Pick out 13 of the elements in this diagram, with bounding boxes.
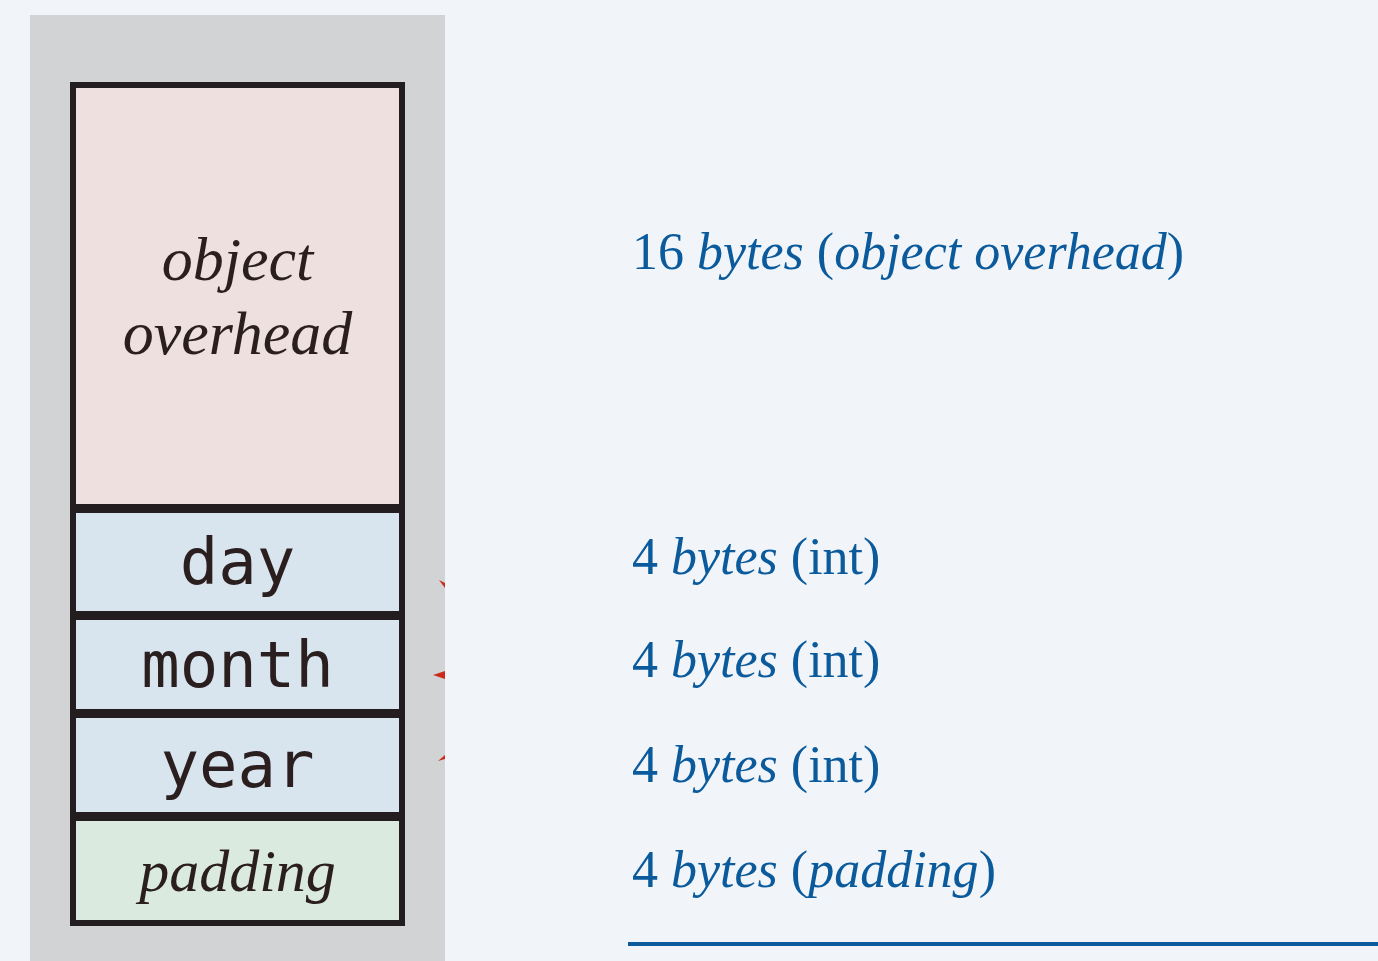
size-note: 4 bytes (int) bbox=[632, 527, 881, 586]
field-block bbox=[70, 614, 405, 715]
field-block bbox=[70, 507, 405, 617]
size-note: 16 bytes (object overhead) bbox=[632, 222, 1185, 281]
padding-block bbox=[70, 815, 405, 926]
object-overhead-block bbox=[70, 82, 405, 510]
field-block bbox=[70, 712, 405, 818]
size-note: 4 bytes (int) bbox=[632, 630, 881, 689]
size-note: 4 bytes (int) bbox=[632, 735, 881, 794]
size-note: 4 bytes (padding) bbox=[632, 840, 996, 899]
block-label: month bbox=[140, 632, 335, 697]
memory-panel bbox=[30, 15, 445, 961]
block-label: object overhead bbox=[121, 223, 354, 369]
